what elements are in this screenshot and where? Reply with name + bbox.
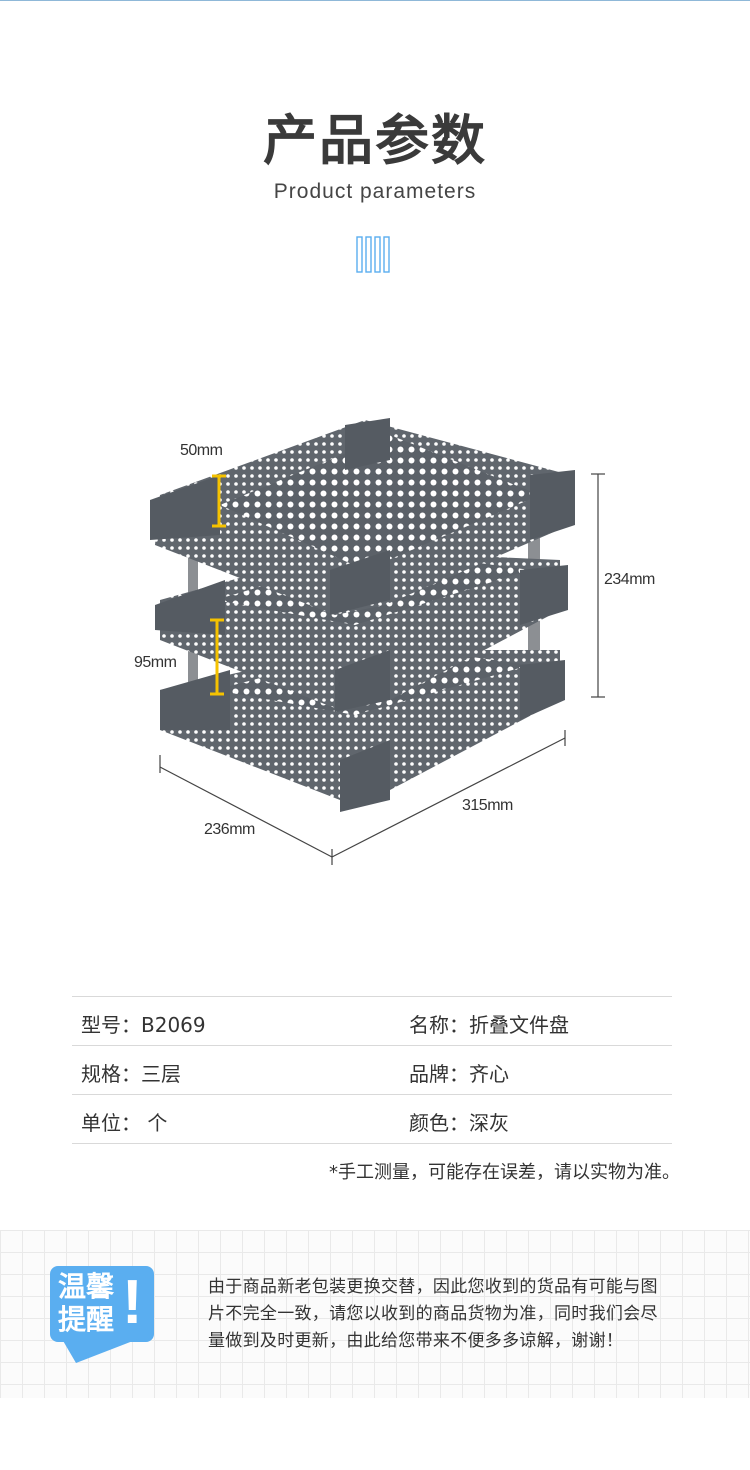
spec-model: 型号：B2069 — [81, 1013, 206, 1037]
spec-row: 型号：B2069 名称：折叠文件盘 — [72, 996, 672, 1045]
reminder-badge — [50, 1266, 154, 1342]
spec-row: 规格：三层 品牌：齐心 — [72, 1045, 672, 1094]
reminder-badge-label: 温馨提醒 — [58, 1270, 115, 1336]
badge-tail — [62, 1339, 138, 1363]
spec-name: 名称：折叠文件盘 — [409, 1013, 569, 1037]
measurement-note: *手工测量，可能存在误差，请以实物为准。 — [329, 1162, 680, 1183]
measure-markers — [210, 474, 226, 696]
dimension-label-tier-height: 50mm — [180, 442, 223, 459]
spec-color: 颜色：深灰 — [409, 1111, 509, 1135]
product-image: 50mm 95mm 234mm 315mm 236mm — [120, 400, 680, 880]
dimension-label-tier-gap: 95mm — [134, 654, 177, 671]
spec-brand: 品牌：齐心 — [409, 1062, 509, 1086]
exclamation-icon: ! — [122, 1268, 143, 1337]
reminder-section: 温馨提醒 ! 由于商品新老包装更换交替，因此您收到的货品有可能与图 片不完全一致… — [0, 1230, 750, 1398]
reminder-line: 由于商品新老包装更换交替，因此您收到的货品有可能与图 — [208, 1277, 658, 1297]
reminder-text: 由于商品新老包装更换交替，因此您收到的货品有可能与图 片不完全一致，请您以收到的… — [208, 1274, 698, 1355]
dimension-lines — [159, 473, 605, 865]
tray-tier-top — [150, 418, 575, 615]
reminder-line: 量做到及时更新，由此给您带来不便多多谅解，谢谢！ — [208, 1331, 624, 1351]
spec-size: 规格：三层 — [81, 1062, 181, 1086]
spec-table: 型号：B2069 名称：折叠文件盘 规格：三层 品牌：齐心 单位： 个 颜色：深… — [72, 996, 672, 1144]
page-subtitle: Product parameters — [273, 180, 477, 203]
dimension-label-depth: 236mm — [204, 821, 255, 838]
reminder-line: 片不完全一致，请您以收到的商品货物为准，同时我们会尽 — [208, 1304, 658, 1324]
file-tray-illustration — [150, 418, 605, 865]
dimension-label-width: 315mm — [462, 797, 513, 814]
spec-row: 单位： 个 颜色：深灰 — [72, 1094, 672, 1144]
decorative-bars-icon — [356, 236, 390, 273]
top-divider — [0, 0, 750, 1]
spec-unit: 单位： 个 — [81, 1111, 168, 1135]
page-title: 产品参数 — [263, 109, 487, 172]
dimension-label-total-height: 234mm — [604, 571, 655, 588]
